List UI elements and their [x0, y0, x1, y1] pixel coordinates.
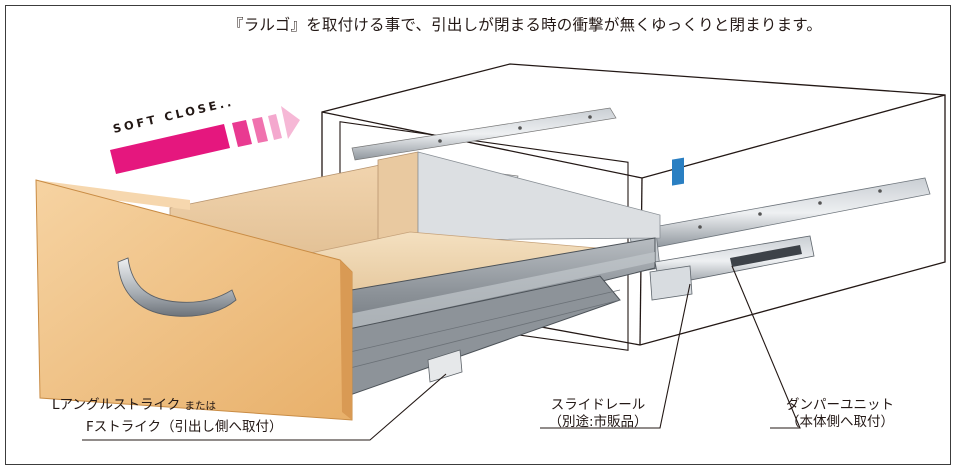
damper-unit	[649, 157, 815, 301]
strike-label-or: または	[184, 400, 217, 412]
slide-rail-label: スライドレール （別途:市販品）	[538, 397, 658, 431]
damper-label-line1: ダンパーユニット	[786, 397, 894, 413]
slide-rail-label-line2: （別途:市販品）	[548, 414, 648, 430]
damper-label-line2: （本体側へ取付）	[786, 414, 894, 430]
headline: 『ラルゴ』を取付ける事で、引出しが閉まる時の衝撃が無くゆっくりと閉まります。	[228, 16, 823, 34]
strike-label-line1: Lアングルストライク	[52, 397, 181, 413]
soft-close-arrow: SOFT CLOSE..	[110, 94, 300, 174]
strike-label-line2: Fストライク（引出し側へ取付）	[86, 419, 283, 435]
slide-rail-label-line1: スライドレール	[550, 397, 646, 413]
leader-lines	[82, 265, 801, 441]
drawer-handle	[117, 257, 237, 317]
border-frame	[5, 5, 951, 465]
strike-label: Lアングルストライク または	[52, 397, 216, 415]
drawer-front	[35, 179, 353, 421]
damper-label: ダンパーユニット （本体側へ取付）	[772, 397, 908, 431]
